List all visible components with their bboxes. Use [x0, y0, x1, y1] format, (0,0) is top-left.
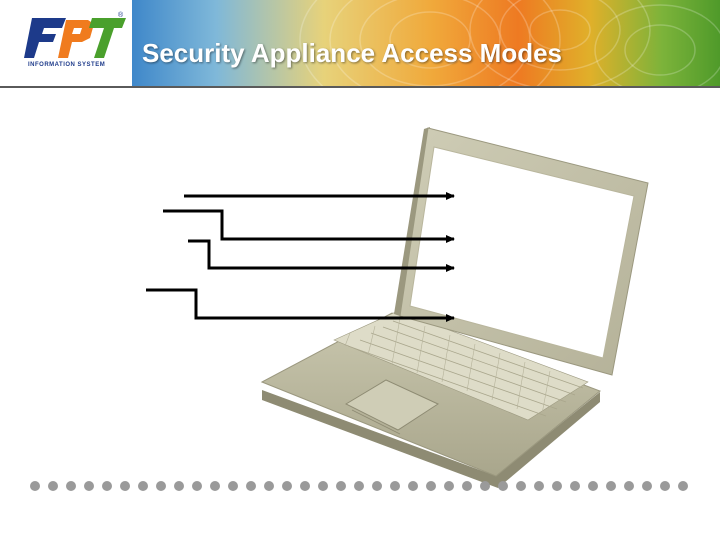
header-wave-pattern [299, 0, 720, 86]
logo-area: ® INFORMATION SYSTEM [0, 0, 132, 86]
header-divider [0, 86, 720, 88]
fpt-logo-icon: ® [24, 11, 126, 58]
laptop-screen [409, 146, 635, 359]
touchpad [344, 379, 440, 431]
keyboard [333, 310, 589, 421]
connector-line-4 [146, 288, 455, 322]
connector-lines [146, 192, 455, 322]
dotted-divider [30, 481, 688, 491]
registered-mark: ® [118, 11, 124, 19]
laptop-icon [260, 127, 649, 488]
connector-line-2 [163, 209, 455, 243]
connector-line-3 [188, 239, 455, 272]
logo-tagline: INFORMATION SYSTEM [28, 62, 106, 68]
slide-header: ® INFORMATION SYSTEM Security Appliance … [0, 0, 720, 86]
slide-title: Security Appliance Access Modes [142, 38, 563, 68]
